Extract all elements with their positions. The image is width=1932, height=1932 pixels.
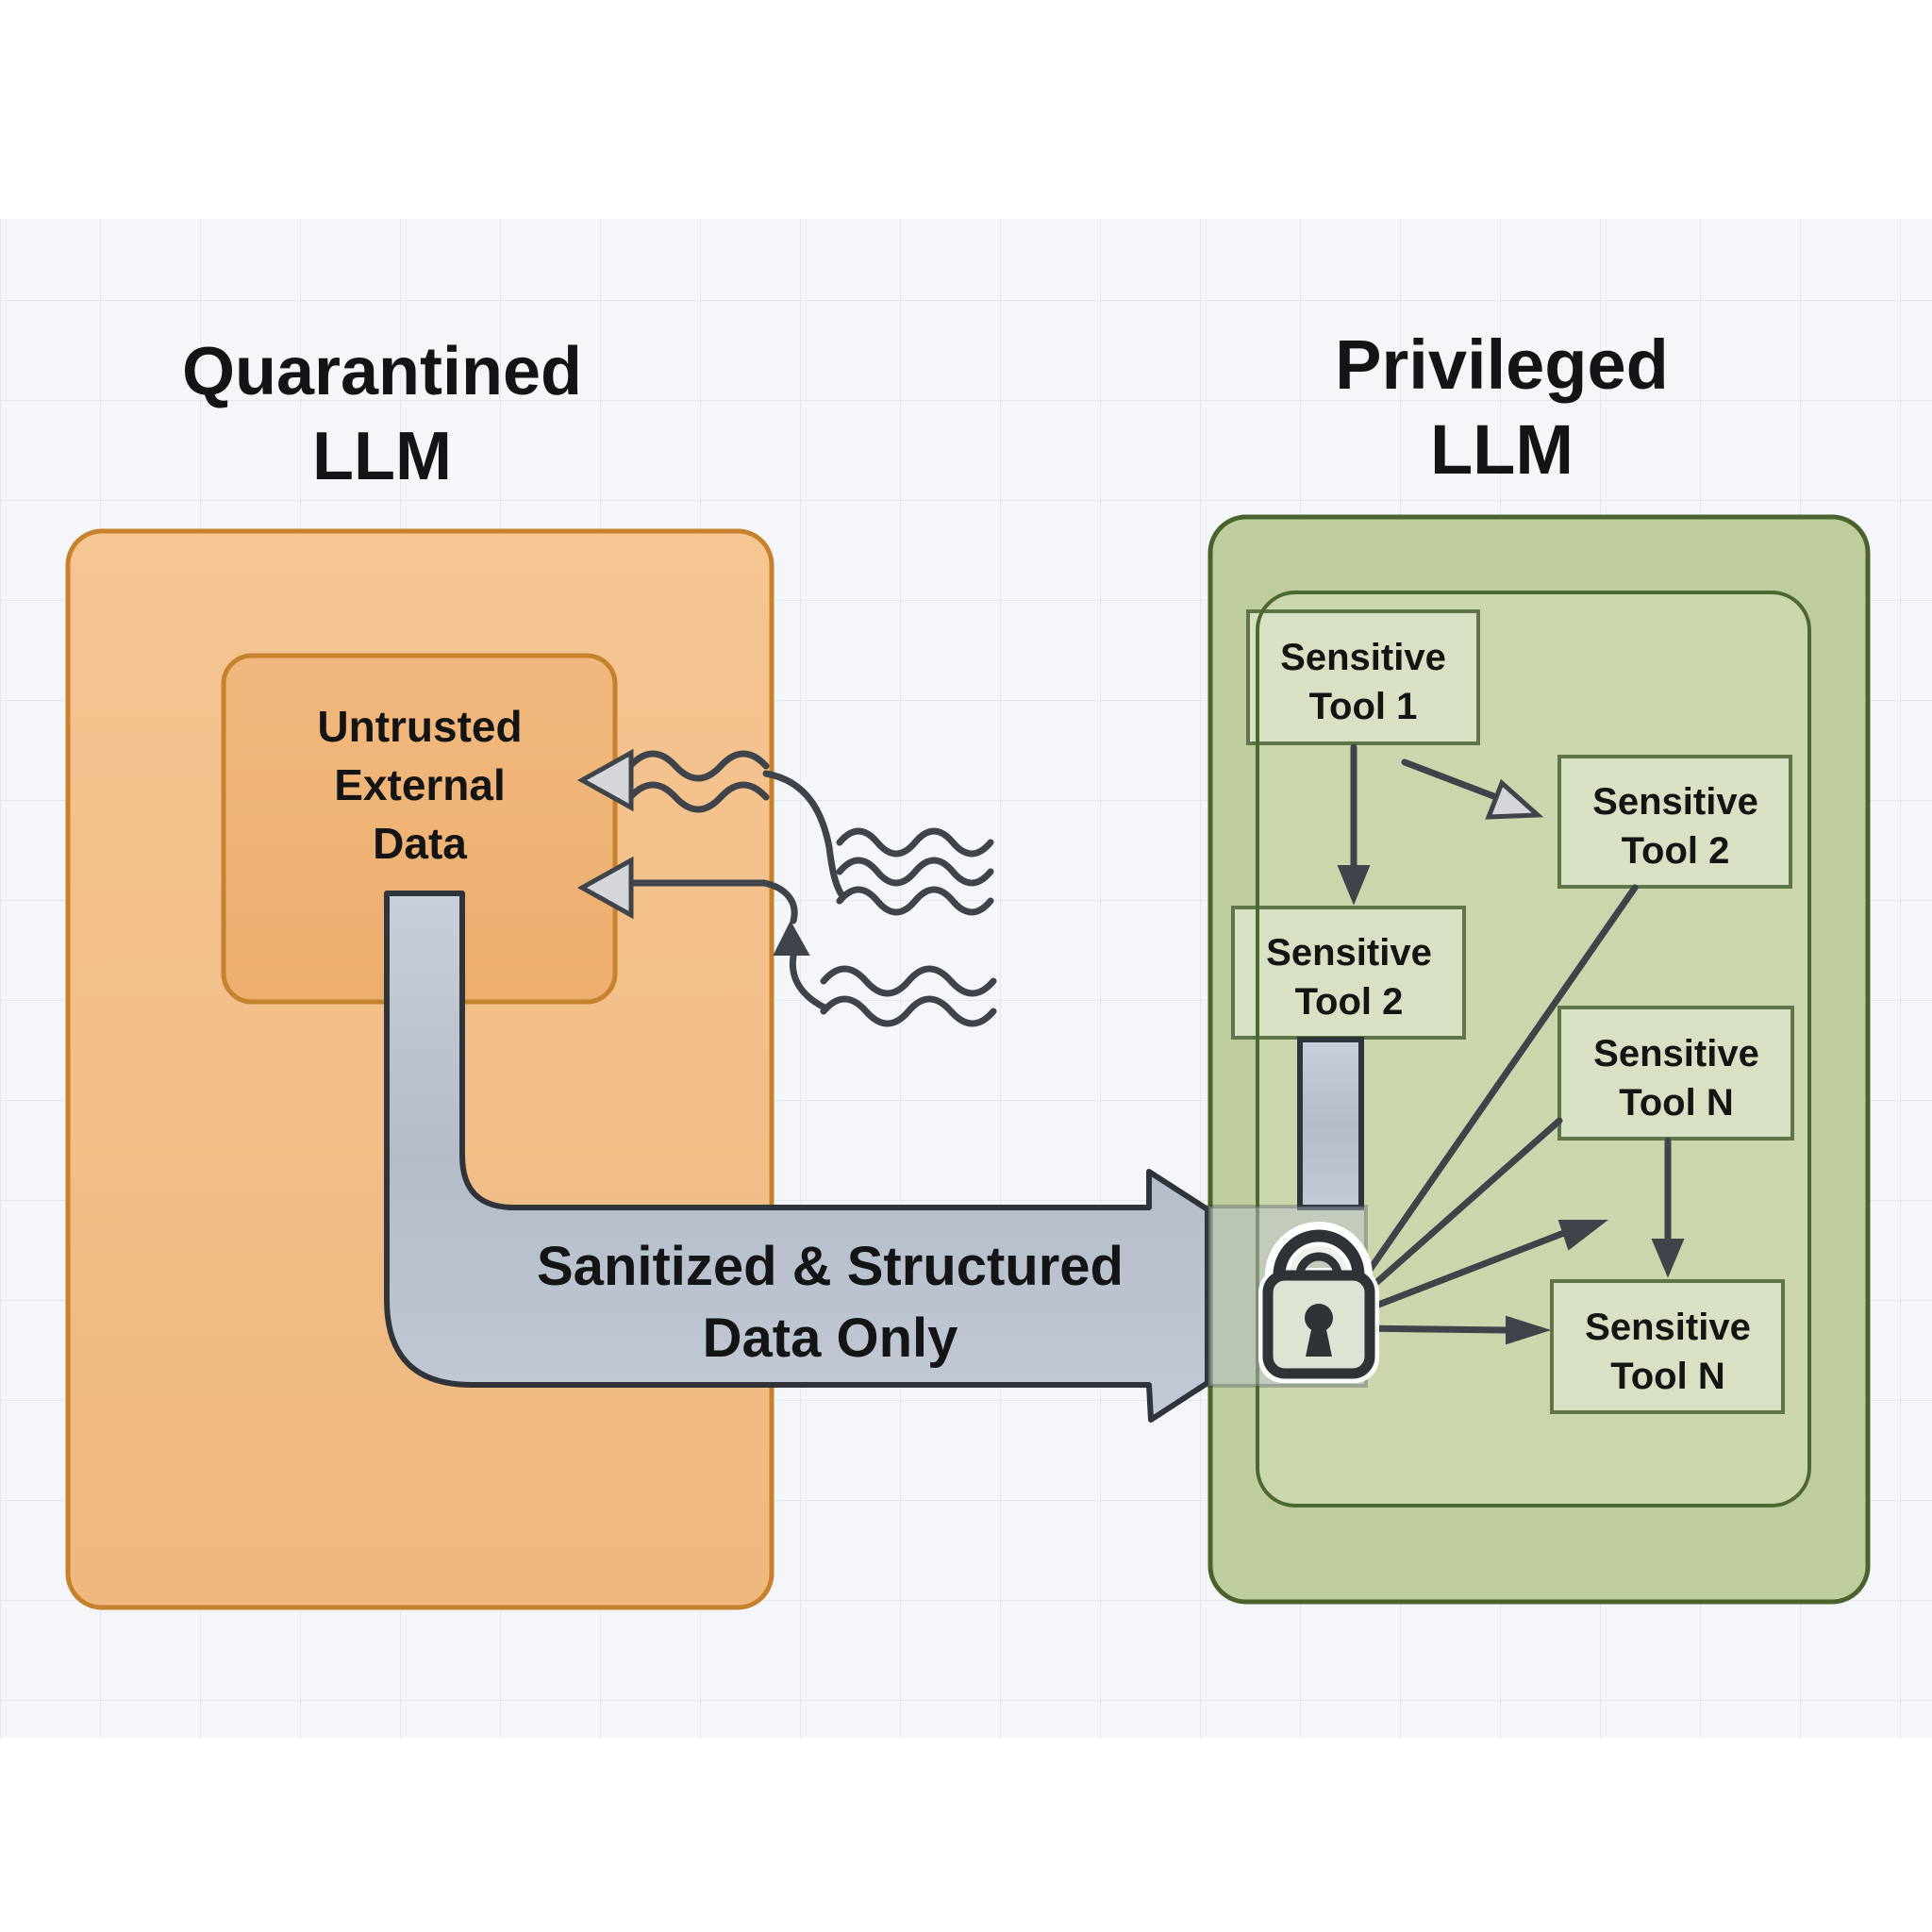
- gate-fanout: [1349, 884, 1639, 1345]
- sensitive-tool-2-left-box: Sensitive Tool 2: [1231, 906, 1466, 1040]
- tool-label-line2: Tool 1: [1309, 686, 1418, 727]
- sensitive-tool-n-lower-box: Sensitive Tool N: [1550, 1279, 1785, 1414]
- sanitized-data-arrow: Sanitized & Structured Data Only: [384, 891, 1210, 1423]
- lock-shackle-outer: [1273, 1229, 1365, 1276]
- squiggle-line: [836, 857, 994, 887]
- tool-label-line1: Sensitive: [1585, 1307, 1751, 1348]
- quarantined-title: Quarantined LLM: [182, 334, 582, 494]
- tool-connectors: [1337, 743, 1685, 1278]
- tool-label-line1: Sensitive: [1280, 637, 1446, 678]
- tool-label-line1: Sensitive: [1266, 932, 1432, 974]
- squiggle-line: [820, 965, 997, 997]
- tool-label-line2: Tool N: [1619, 1082, 1733, 1124]
- tool-label-line2: Tool 2: [1295, 981, 1404, 1023]
- tool2-gate-pipe: [1297, 1037, 1364, 1210]
- lock-icon: [1258, 1222, 1379, 1383]
- untrusted-label-line1: Untrusted: [317, 702, 522, 751]
- diagonal-arrowhead-icon: [1485, 778, 1544, 820]
- lock-shackle-inner: [1295, 1252, 1342, 1276]
- privileged-title-line2: LLM: [1430, 410, 1574, 489]
- privileged-inner-border: [1256, 591, 1811, 1507]
- squiggle-line: [836, 886, 994, 916]
- stream-curve: [762, 770, 846, 900]
- down-arrowhead-icon: [1651, 1239, 1685, 1278]
- tool-label-line1: Sensitive: [1593, 1033, 1759, 1074]
- squiggle-line: [626, 781, 770, 813]
- lock-shackle-gap: [1289, 1245, 1349, 1276]
- stream-curve: [789, 953, 830, 1012]
- gate-line: [1353, 1225, 1577, 1317]
- fan-arrowhead-icon: [1506, 1315, 1552, 1345]
- untrusted-data-streams: [576, 748, 997, 1027]
- tool-box: [1557, 1006, 1794, 1141]
- squiggle-line: [836, 827, 994, 858]
- tool-box: [1557, 755, 1792, 889]
- lock-keyhole-stem: [1306, 1325, 1332, 1357]
- sanitized-label-line2: Data Only: [703, 1307, 958, 1369]
- connector-line: [1401, 758, 1500, 801]
- squiggle-line: [626, 750, 770, 782]
- squiggle-line: [820, 995, 997, 1027]
- tool-label-line1: Sensitive: [1592, 781, 1758, 823]
- tool-box: [1231, 906, 1466, 1040]
- left-arrowhead-icon: [576, 856, 634, 920]
- stream-curve: [760, 879, 798, 924]
- quarantined-title-line2: LLM: [312, 419, 452, 494]
- down-arrowhead-icon: [1337, 865, 1371, 906]
- tool-label-line2: Tool N: [1610, 1356, 1724, 1397]
- sanitized-arrow-shape: [384, 891, 1210, 1423]
- tool-box: [1550, 1279, 1785, 1414]
- privileged-title: Privileged LLM: [1335, 325, 1669, 489]
- lock-keyhole: [1305, 1304, 1333, 1332]
- sanitized-label-line1: Sanitized & Structured: [537, 1236, 1124, 1297]
- sensitive-tool-1-box: Sensitive Tool 1: [1246, 609, 1480, 745]
- untrusted-label-line3: Data: [373, 819, 467, 868]
- up-arrowhead-icon: [773, 920, 810, 956]
- gate-line: [1349, 884, 1639, 1298]
- tool-box: [1246, 609, 1480, 745]
- privileged-title-line1: Privileged: [1335, 325, 1669, 404]
- gate-line: [1355, 1324, 1510, 1334]
- tool-label-line2: Tool 2: [1622, 830, 1730, 872]
- sensitive-tool-n-upper-box: Sensitive Tool N: [1557, 1006, 1794, 1141]
- fan-arrowhead-icon: [1557, 1220, 1608, 1251]
- left-arrowhead-icon: [576, 748, 634, 812]
- untrusted-label-line2: External: [334, 760, 506, 809]
- gate-line: [1351, 1117, 1563, 1306]
- sensitive-tool-2-right-box: Sensitive Tool 2: [1557, 755, 1792, 889]
- quarantined-title-line1: Quarantined: [182, 334, 582, 409]
